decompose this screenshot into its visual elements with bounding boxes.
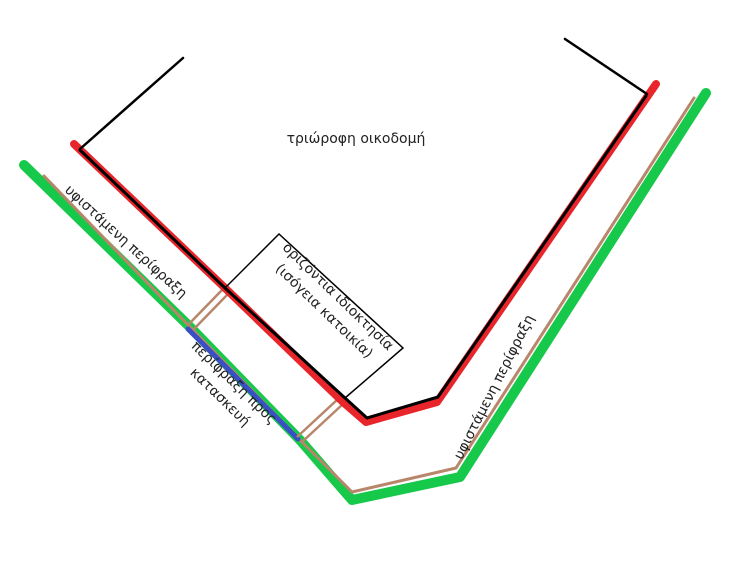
- existing-fence-right-label: υφιστάμενη περίφραξη: [451, 312, 538, 462]
- fence-to-build-line: [185, 326, 301, 442]
- existing-fence-left-label: υφιστάμενη περίφραξη: [61, 182, 190, 302]
- horizontal-property-outline: [224, 232, 405, 399]
- building-outline-black: [78, 94, 648, 420]
- building-label: τριώροφη οικοδομή: [287, 131, 426, 147]
- building-side-right: [563, 37, 649, 96]
- building-side-left: [78, 56, 185, 151]
- property-connectors: [187, 289, 344, 443]
- existing-fence-brown: [42, 96, 696, 494]
- fence-to-build-label: περίφραξη προς κατασκευή: [187, 338, 280, 430]
- horizontal-property-label-line1: οριζόντια ιδιοκτησία: [279, 240, 397, 354]
